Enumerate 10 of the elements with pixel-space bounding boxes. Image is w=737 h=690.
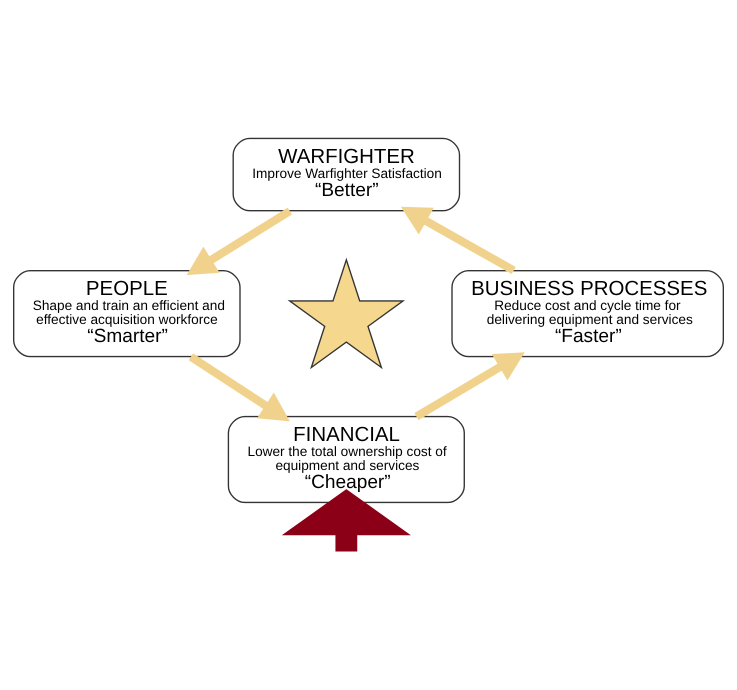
node-box: FINANCIAL Lower the total ownership cost of equipment and services “Cheaper”	[228, 415, 465, 503]
node-box: WARFIGHTER Improve Warfighter Satisfaction “Better”	[232, 137, 460, 211]
arrow	[188, 352, 290, 421]
arrow	[414, 352, 525, 420]
arrow	[186, 207, 292, 275]
arrow	[282, 488, 411, 551]
node-star	[288, 257, 406, 369]
node-box: PEOPLE Shape and train an efficient and effective acquisition workforce “Smarter”	[13, 270, 241, 357]
node-box: BUSINESS PROCESSES Reduce cost and cycle time for delivering equipment and services “Faster”	[451, 270, 724, 357]
arrow	[400, 206, 516, 274]
